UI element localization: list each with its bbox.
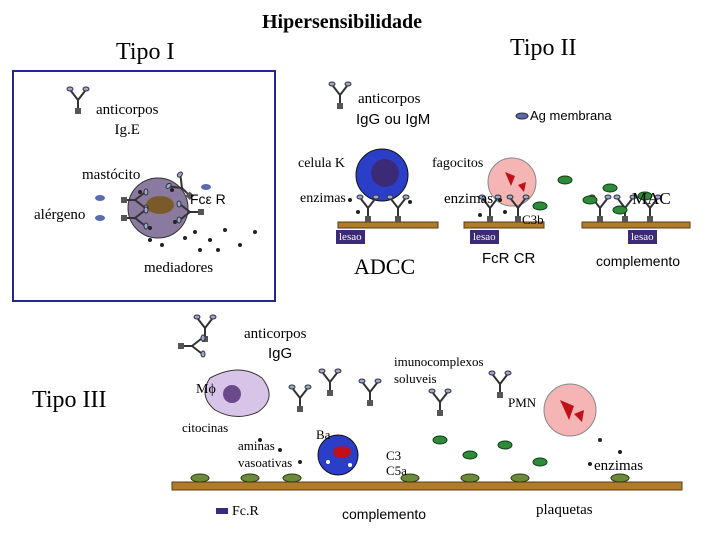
c3b-label: C3b xyxy=(522,212,544,227)
pmn-label: PMN xyxy=(508,395,537,410)
c3-label: C3 xyxy=(386,448,402,463)
mast-cell-label: mastócito xyxy=(82,167,141,183)
tipo2-complement-label: complemento xyxy=(596,253,681,269)
platelets-label: plaquetas xyxy=(536,502,593,518)
macrophage-label: Mϕ xyxy=(196,382,216,397)
tipo2-igg-igm-label: IgG ou IgM xyxy=(356,111,431,128)
tipo1-antibody-icon xyxy=(66,86,90,115)
tipo1-panel xyxy=(12,70,276,302)
fce-receptor-label: Fcε R xyxy=(190,191,226,207)
c5a-label: C5a xyxy=(386,463,407,478)
fcr-legend-label: Fc.R xyxy=(232,504,259,519)
tipo3-igg-label: IgG xyxy=(268,345,293,362)
tipo3-membrane xyxy=(171,481,683,491)
adcc-label: ADCC xyxy=(354,254,416,279)
enzymes-left-label: enzimas xyxy=(300,191,346,206)
tipo3-platelets xyxy=(190,473,630,483)
tipo1-label: Tipo I xyxy=(116,39,175,65)
macrophage-icon xyxy=(204,369,270,417)
mediator-granules xyxy=(148,228,257,252)
vasoactive-amines-label: aminas vasoativas xyxy=(238,438,293,470)
tipo2-membranes xyxy=(337,221,691,229)
phagocyte-icon xyxy=(487,157,537,207)
basophil-label: Ba xyxy=(316,427,331,442)
immune-complexes-label: imunocomplexos soluveis xyxy=(394,354,484,386)
cytokines-label: citocinas xyxy=(182,420,229,435)
tipo3-label: Tipo III xyxy=(32,387,107,413)
k-cell-icon xyxy=(355,148,409,202)
tipo3-antibody-icons xyxy=(177,314,217,358)
allergen-icon xyxy=(95,184,211,221)
mediators-label: mediadores xyxy=(144,260,214,276)
tipo3-granules xyxy=(258,438,622,466)
fcr-legend-swatch xyxy=(216,508,228,514)
mac-label: MAC xyxy=(632,189,671,208)
tipo2-antibodies-label: anticorpos xyxy=(358,91,421,107)
fcr-cr-label: FcR CR xyxy=(482,250,536,267)
tipo3-enzymes-label: enzimas xyxy=(594,458,644,474)
tipo3-complement-label: complemento xyxy=(342,506,427,522)
phagocytes-label: fagocitos xyxy=(432,156,484,171)
tipo3-antibodies-label: anticorpos xyxy=(244,326,307,342)
k-cell-label: celula K xyxy=(298,156,346,171)
membrane-antigen-label: Ag membrana xyxy=(530,108,612,123)
tipo2-enzyme-dots xyxy=(348,198,507,217)
main-title: Hipersensibilidade xyxy=(262,11,423,33)
pmn-icon xyxy=(543,383,597,437)
lesion-badge-1: lesao xyxy=(336,230,365,245)
tipo1-antibodies-label: anticorpos Ig.E xyxy=(96,102,159,138)
allergen-label: alérgeno xyxy=(34,207,86,223)
tipo3-complement-pills xyxy=(432,435,548,467)
membrane-antigen-icon xyxy=(515,112,529,120)
tipo2-antibody-icon xyxy=(328,81,352,110)
basophil-icon xyxy=(317,434,359,476)
enzymes-right-label: enzimas xyxy=(444,191,494,207)
tipo2-label: Tipo II xyxy=(510,35,577,61)
lesion-badge-2: lesao xyxy=(470,230,499,245)
lesion-badge-3: lesao xyxy=(628,230,657,245)
